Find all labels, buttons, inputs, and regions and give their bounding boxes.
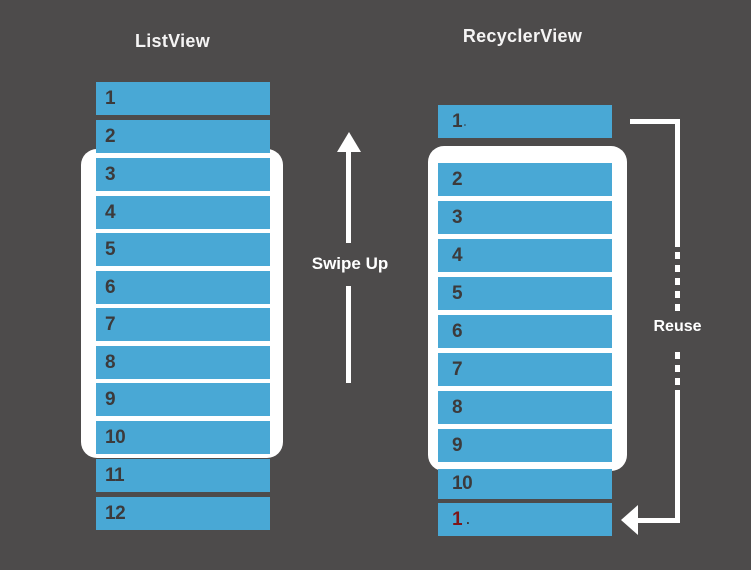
swipe-up-arrowhead-icon <box>337 132 361 152</box>
recyclerview-title: RecyclerView <box>462 26 583 46</box>
listview-title: ListView <box>134 31 211 51</box>
list-item: 5 <box>438 277 612 310</box>
list-item: 10 <box>96 421 270 454</box>
list-item: 7 <box>438 353 612 386</box>
reuse-path-vertical-solid-lower <box>675 390 680 523</box>
reuse-path-vertical-solid-upper <box>675 119 680 247</box>
list-item: 8 <box>96 346 270 379</box>
list-item: 3 <box>96 158 270 191</box>
item-number: 1 <box>452 111 463 132</box>
list-item: 11 <box>96 459 270 492</box>
list-item: 4 <box>96 196 270 229</box>
list-item: 12 <box>96 497 270 530</box>
reuse-path-dashed-upper <box>675 252 680 312</box>
list-item: 6 <box>438 315 612 348</box>
list-item: 9 <box>438 429 612 462</box>
list-item: 8 <box>438 391 612 424</box>
reuse-path-bottom-horizontal <box>637 518 680 523</box>
list-item: 7 <box>96 308 270 341</box>
list-item: 5 <box>96 233 270 266</box>
list-item-reused: 1. <box>438 503 612 536</box>
list-item: 1 <box>96 82 270 115</box>
list-item: 6 <box>96 271 270 304</box>
reuse-path-top-horizontal <box>630 119 680 124</box>
item-number-dot: . <box>463 114 467 129</box>
reused-item-number-dot: . <box>466 512 470 527</box>
list-item: 4 <box>438 239 612 272</box>
list-item-outgoing: 1. <box>438 105 612 138</box>
reused-item-number: 1 <box>452 509 463 530</box>
list-item: 2 <box>96 120 270 153</box>
reuse-label: Reuse <box>653 318 702 335</box>
swipe-up-arrow-shaft-upper <box>346 150 351 243</box>
list-item: 10 <box>438 469 612 499</box>
list-item: 9 <box>96 383 270 416</box>
list-item: 3 <box>438 201 612 234</box>
list-item: 2 <box>438 163 612 196</box>
reuse-path-dashed-lower <box>675 352 680 388</box>
swipe-up-label: Swipe Up <box>311 254 389 273</box>
reuse-arrowhead-icon <box>621 505 638 535</box>
swipe-up-arrow-shaft-lower <box>346 286 351 383</box>
